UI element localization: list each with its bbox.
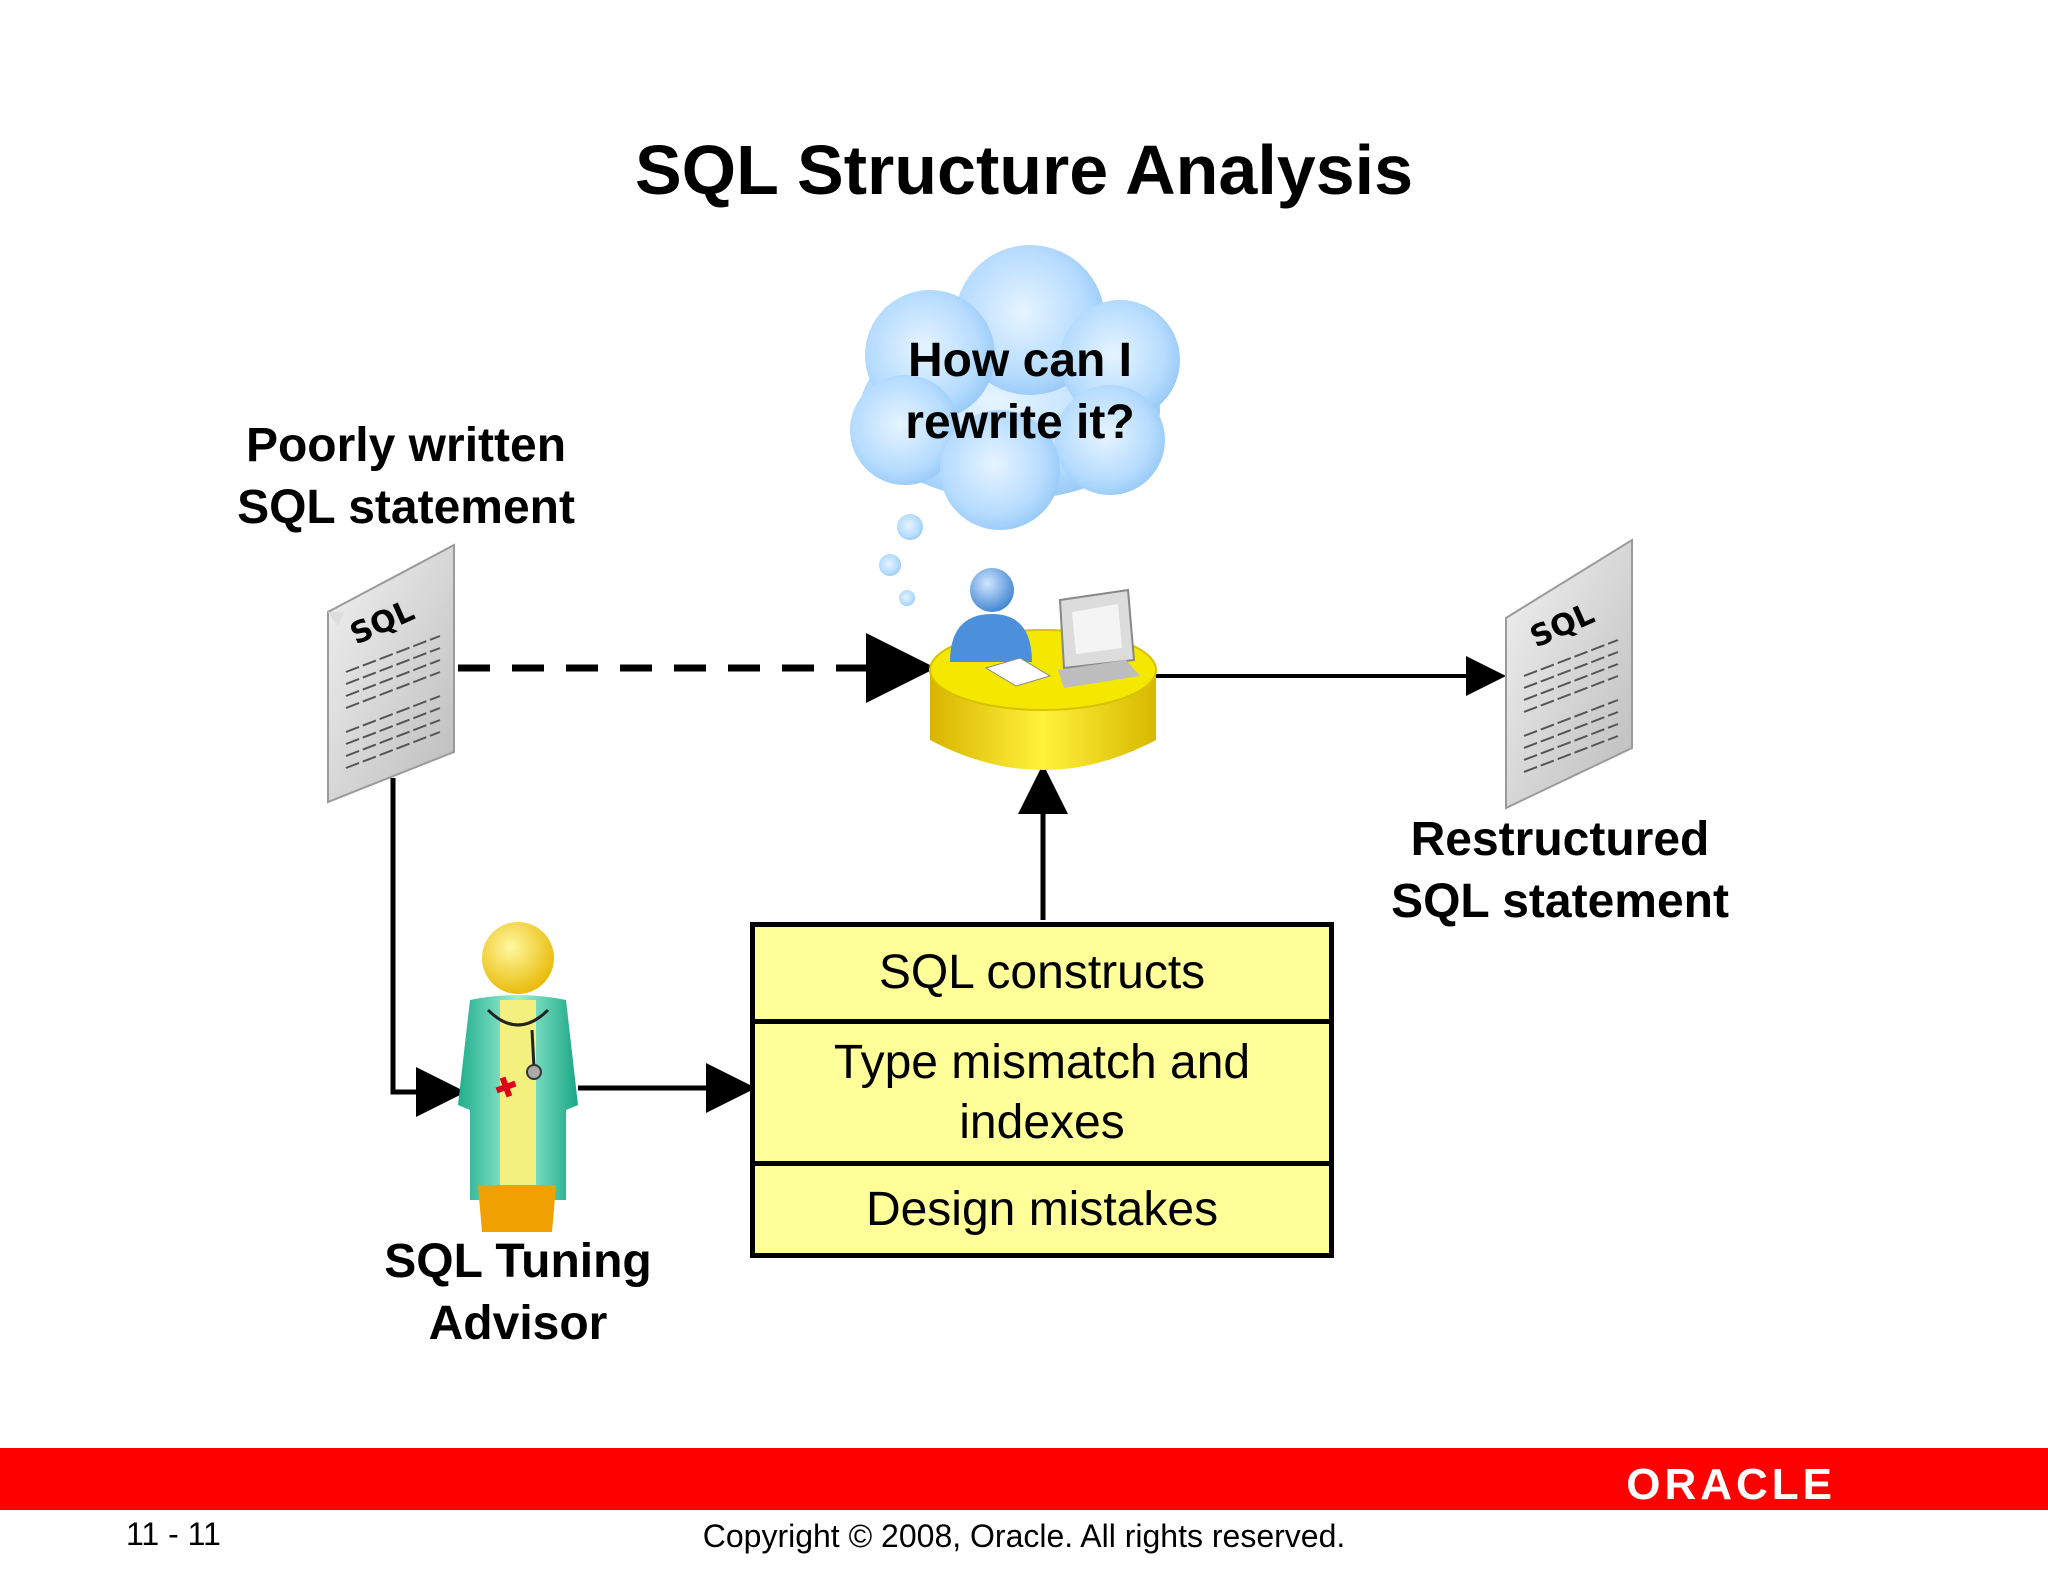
- analysis-row-sql-constructs: SQL constructs: [878, 946, 1206, 999]
- thought-cloud-icon: [850, 245, 1180, 606]
- analysis-categories-box: SQL constructs Type mismatch and indexes…: [750, 922, 1334, 1258]
- oracle-logo: ORACLE: [1626, 1460, 1836, 1509]
- analyst-desk-icon: [929, 568, 1157, 770]
- sql-tuning-advisor-label: SQL Tuning Advisor: [384, 1235, 652, 1350]
- poor-sql-document-icon: SQL: [327, 543, 455, 804]
- copyright-notice: Copyright © 2008, Oracle. All rights res…: [702, 1518, 1346, 1554]
- restructured-sql-document-icon: SQL: [1505, 538, 1633, 810]
- connectors: [390, 633, 1506, 1117]
- analysis-row-type-mismatch: Type mismatch and indexes: [755, 1019, 1329, 1161]
- page-number: 11 - 11: [126, 1516, 221, 1552]
- restructured-sql-label: Restructured SQL statement: [1391, 813, 1729, 928]
- footer-bar: [0, 1448, 2048, 1510]
- analysis-row-design-mistakes: Design mistakes: [755, 1161, 1329, 1253]
- sql-tuning-advisor-icon: [458, 922, 578, 1232]
- slide-title: SQL Structure Analysis: [634, 131, 1414, 209]
- arrow-down-to-advisor: [390, 778, 466, 1117]
- thought-cloud-text: How can I rewrite it?: [905, 334, 1135, 449]
- poor-sql-label: Poorly written SQL statement: [237, 419, 575, 534]
